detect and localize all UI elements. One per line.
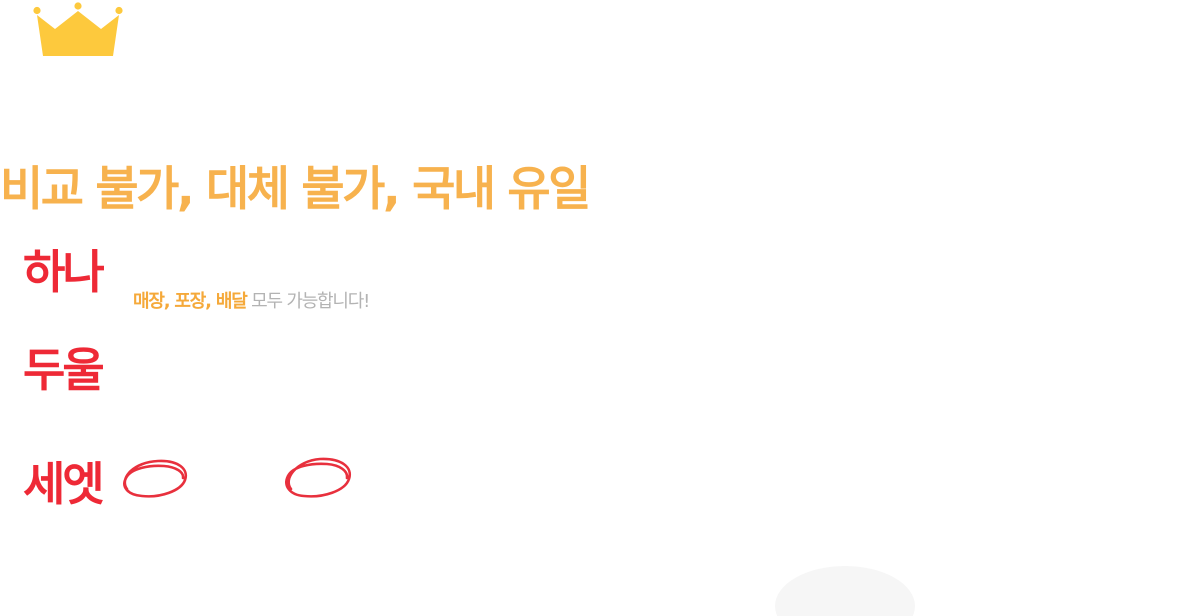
tagline: 매장, 포장, 배달 모두 가능합니다!: [133, 289, 370, 315]
scribble-circle-icon: [123, 459, 188, 498]
crown-icon: [33, 2, 123, 56]
headline: 비교 불가, 대체 불가, 국내 유일: [0, 162, 591, 217]
background-shape: [775, 566, 915, 616]
item-label-one: 하나: [23, 245, 105, 299]
scribble-circle-icon: [285, 457, 352, 498]
tagline-rest: 모두 가능합니다!: [246, 291, 370, 312]
tagline-highlight: 매장, 포장, 배달: [133, 291, 248, 312]
item-label-three: 세엣: [23, 457, 105, 511]
item-label-two: 두울: [23, 343, 105, 397]
